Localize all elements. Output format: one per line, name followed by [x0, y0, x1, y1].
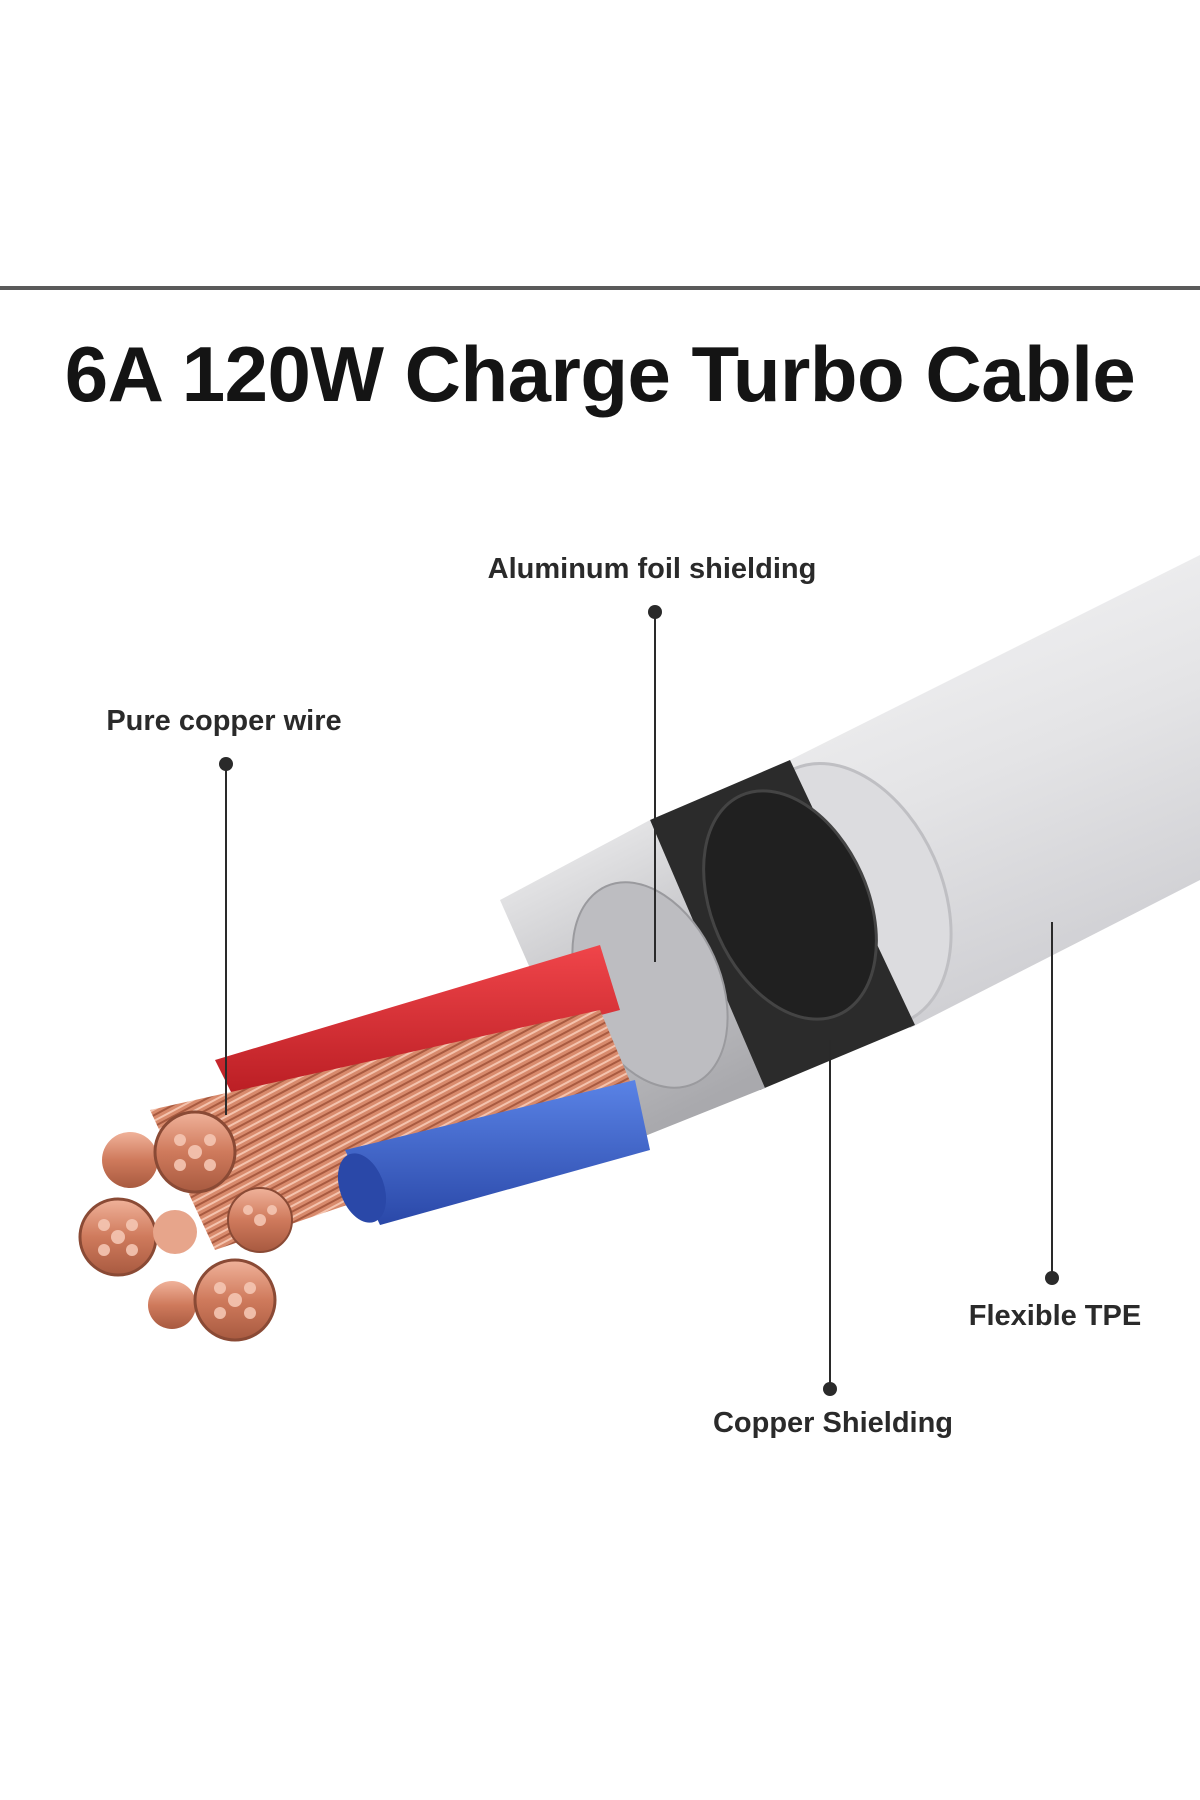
leader-flexible-tpe	[1045, 922, 1059, 1285]
copper-shielding-layer	[650, 760, 915, 1090]
aluminum-foil-layer	[500, 820, 765, 1150]
page-title: 6A 120W Charge Turbo Cable	[64, 330, 1136, 418]
top-divider	[0, 286, 1200, 290]
red-wire	[215, 945, 620, 1110]
blue-wire	[337, 1080, 650, 1225]
label-pure-copper-wire: Pure copper wire	[106, 705, 341, 737]
leader-copper-shielding	[823, 1040, 837, 1396]
label-flexible-tpe: Flexible TPE	[969, 1300, 1141, 1332]
label-aluminum-foil-shielding: Aluminum foil shielding	[488, 553, 817, 585]
label-copper-shielding: Copper Shielding	[713, 1407, 953, 1439]
leader-aluminum-foil	[648, 605, 662, 962]
leader-pure-copper	[219, 757, 233, 1115]
copper-strand-ends	[78, 1110, 293, 1342]
